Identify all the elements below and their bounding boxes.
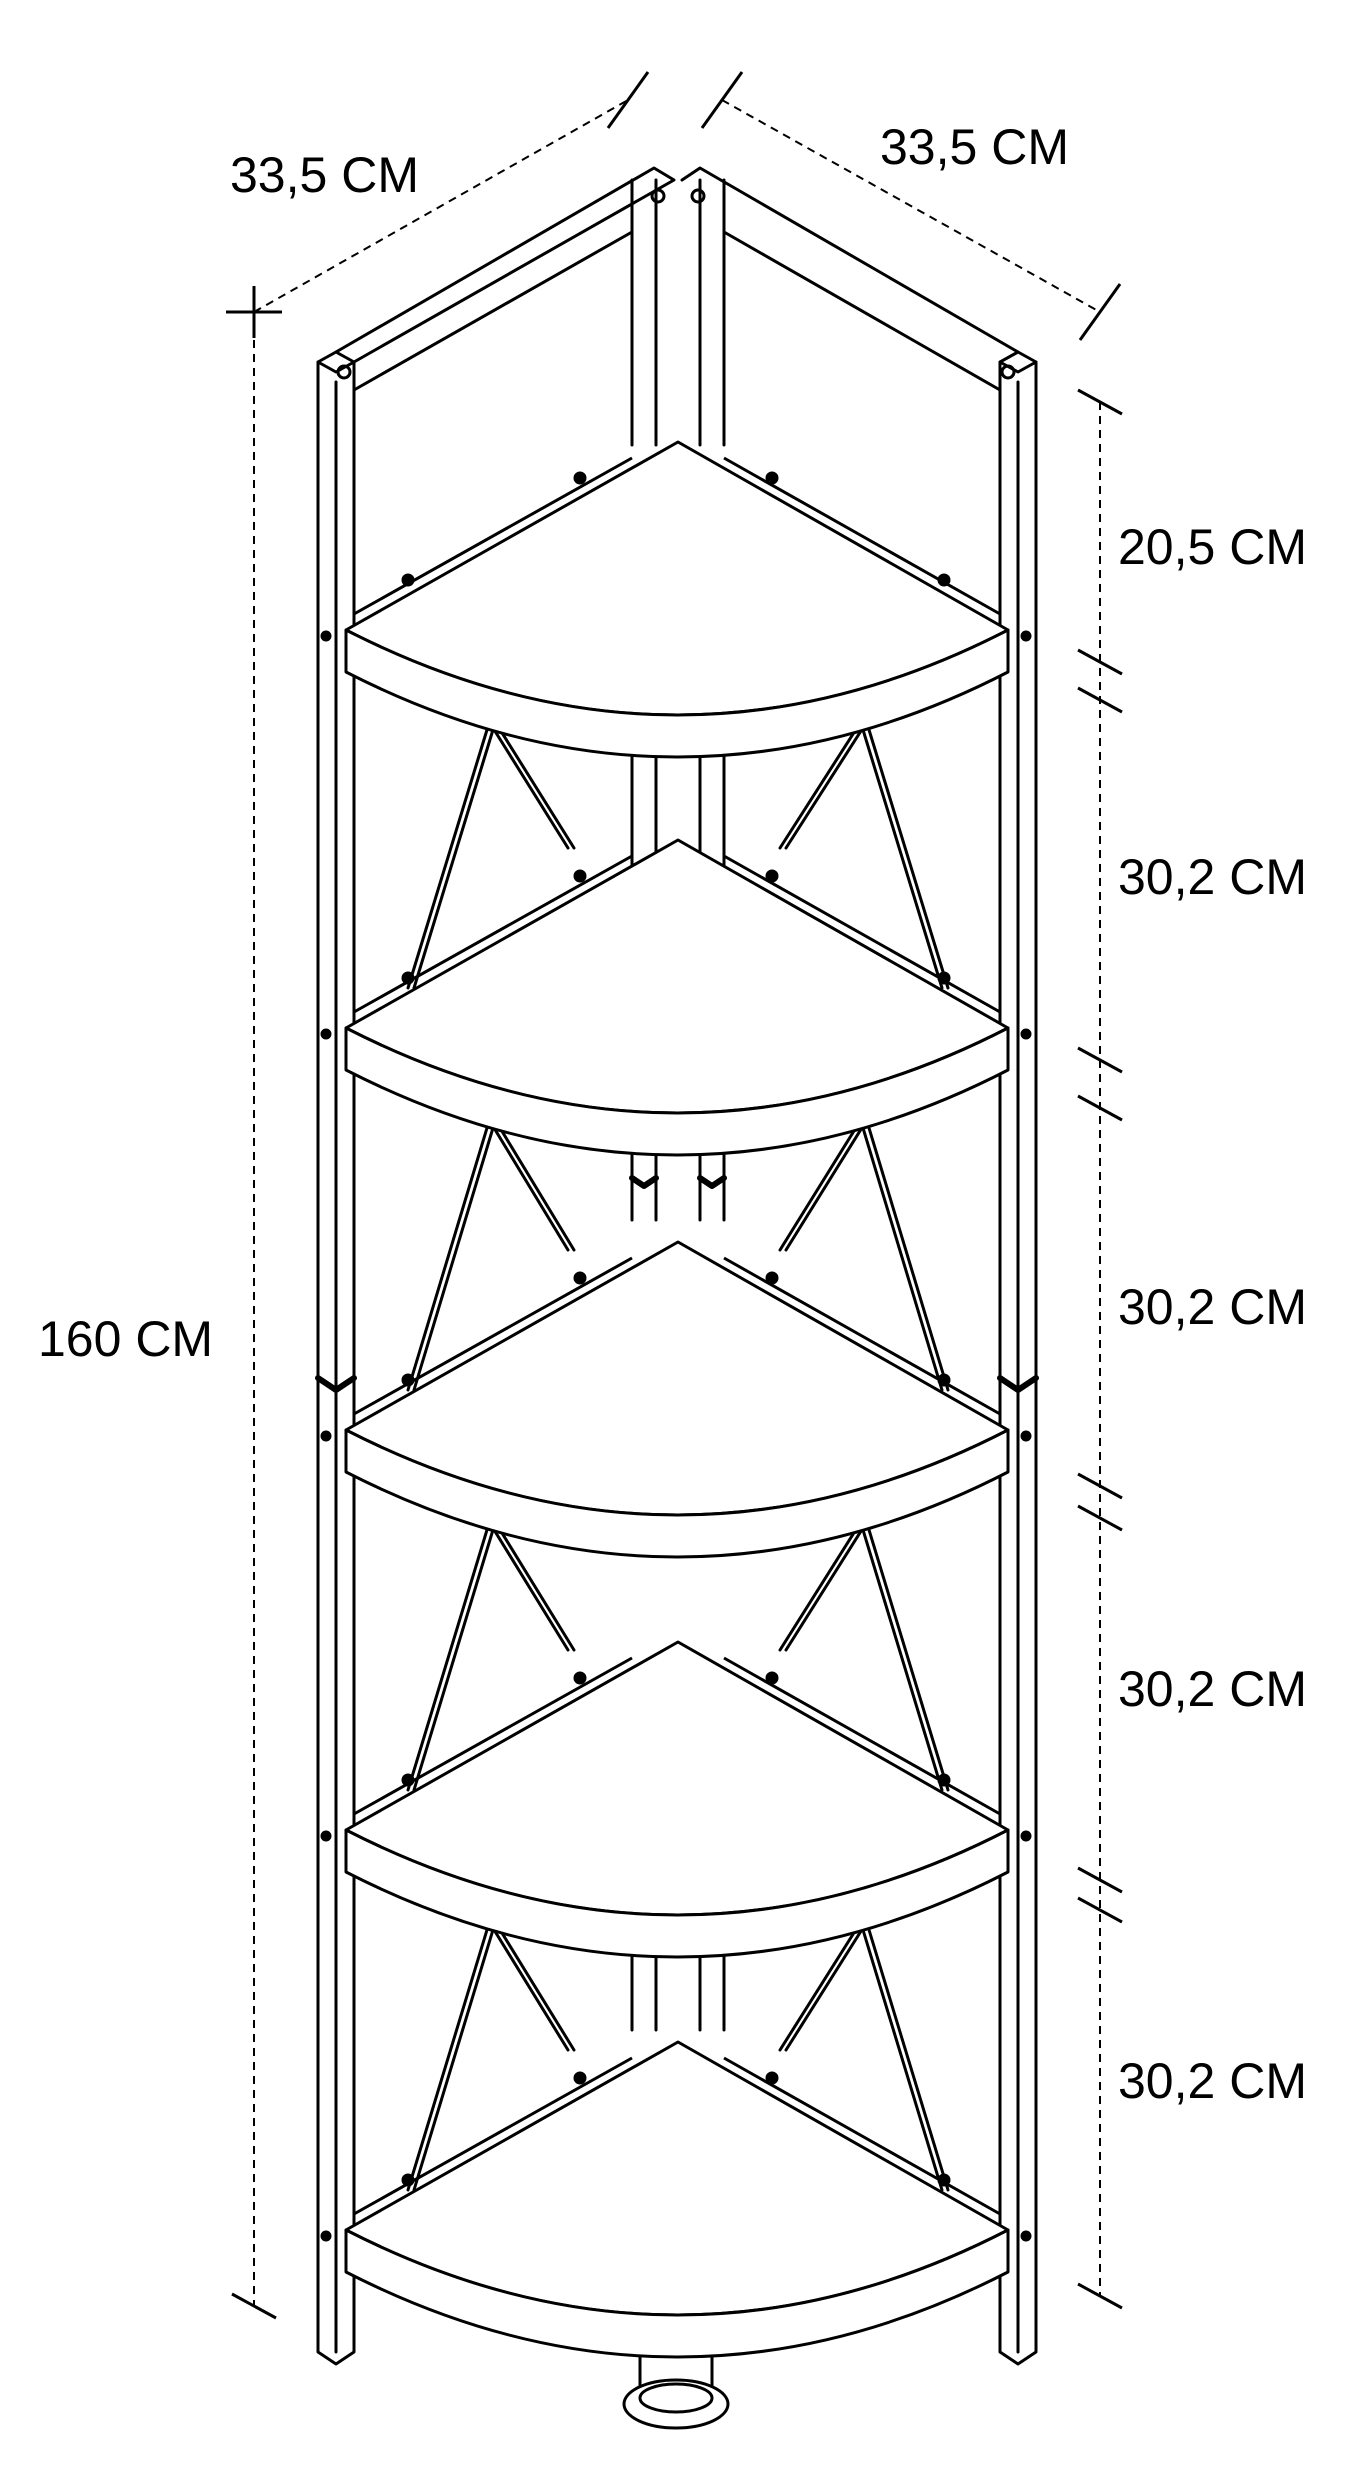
shelf-hole [937, 2173, 951, 2187]
right-cap-screw [1000, 364, 1016, 380]
top-rail-left [334, 166, 676, 364]
back-cap-screw-right [690, 188, 706, 204]
post-pin [1020, 2230, 1032, 2242]
tick-gap-5 [1077, 1472, 1123, 1500]
foot-ring [638, 2382, 714, 2414]
shelf-hole [937, 1373, 951, 1387]
top-rail-right-inner [722, 230, 1002, 392]
cross-brace-right [778, 1116, 950, 1392]
shelf-hole [573, 2071, 587, 2085]
shelf-hole [401, 1773, 415, 1787]
shelf-1 [320, 440, 1032, 759]
total-height-label: 160 CM [38, 1311, 214, 1367]
gap-label-2: 30,2 CM [1118, 849, 1307, 905]
gap-label-3: 30,2 CM [1118, 1279, 1307, 1335]
shelf-hole [765, 2071, 779, 2085]
right-post [998, 360, 1038, 2366]
tick-gap-7 [1077, 1866, 1123, 1894]
tick-gap-6 [1077, 1504, 1123, 1532]
right-post-joint [997, 1375, 1039, 1393]
tick-gap-3 [1077, 1046, 1123, 1074]
post-pin [320, 1830, 332, 1842]
top-rail-left-inner [352, 230, 634, 392]
post-pin [1020, 1830, 1032, 1842]
gap-label-1: 20,5 CM [1118, 519, 1307, 575]
shelf-hole [765, 869, 779, 883]
tick-width-right-start [700, 71, 744, 129]
back-posts-low [630, 1898, 726, 2032]
gap-label-4: 30,2 CM [1118, 1661, 1307, 1717]
post-pin [1020, 1430, 1032, 1442]
foot-base [622, 2378, 730, 2430]
post-pin [320, 1028, 332, 1040]
left-post-joint [315, 1375, 357, 1393]
shelf-hole [573, 869, 587, 883]
cross-brace-right [778, 1918, 950, 2192]
tick-gap-0 [1077, 388, 1123, 416]
cross-brace-left [406, 1518, 576, 1792]
shelf-hole [765, 1271, 779, 1285]
shelf-hole [573, 1271, 587, 1285]
shelf-hole [401, 573, 415, 587]
shelf-hole [765, 471, 779, 485]
top-rail-right [680, 166, 1020, 364]
tick-height-bottom [231, 2292, 277, 2320]
shelf-5 [320, 2040, 1032, 2359]
dimension-lines [226, 71, 1123, 2320]
shelf-2 [320, 838, 1032, 1157]
tick-gap-4 [1077, 1094, 1123, 1122]
right-cap [998, 350, 1038, 374]
shelf-hole [937, 971, 951, 985]
shelf-hole [573, 1671, 587, 1685]
width-left-label: 33,5 CM [230, 147, 419, 203]
tick-gap-9 [1077, 2282, 1123, 2310]
shelf-structure [315, 166, 1039, 2430]
cross-brace-left [406, 1918, 576, 2192]
tick-gap-2 [1077, 686, 1123, 714]
shelf-edge [344, 1828, 1010, 1959]
tick-width-left-end [606, 71, 650, 129]
dim-width-right [721, 99, 1101, 313]
post-pin [320, 2230, 332, 2242]
shelf-edge [344, 1026, 1010, 1157]
shelf-hole [573, 471, 587, 485]
tick-gap-8 [1077, 1896, 1123, 1924]
gap-label-5: 30,2 CM [1118, 2053, 1307, 2109]
post-pin [1020, 1028, 1032, 1040]
tick-gap-1 [1077, 648, 1123, 676]
shelf-edge [344, 1428, 1010, 1559]
shelf-hole [401, 971, 415, 985]
shelf-hole [765, 1671, 779, 1685]
back-posts [630, 178, 726, 447]
shelf-3 [320, 1240, 1032, 1559]
shelf-edge [344, 2228, 1010, 2359]
cross-brace-left [406, 718, 576, 990]
post-pin [320, 630, 332, 642]
post-pin [320, 1430, 332, 1442]
shelves [320, 440, 1032, 2359]
post-pin [1020, 630, 1032, 642]
tick-width-right-end [1078, 283, 1122, 341]
shelf-4 [320, 1640, 1032, 1959]
shelf-hole [937, 1773, 951, 1787]
shelf-hole [401, 1373, 415, 1387]
cross-brace-right [778, 718, 950, 990]
shelf-hole [401, 2173, 415, 2187]
shelf-edge [344, 628, 1010, 759]
back-post-joint [629, 1175, 727, 1189]
shelf-hole [937, 573, 951, 587]
dim-width-left [253, 99, 629, 313]
left-cap-screw [336, 364, 352, 380]
cross-brace-right [778, 1518, 950, 1792]
left-post [316, 360, 356, 2366]
width-right-label: 33,5 CM [880, 119, 1069, 175]
cross-brace-left [406, 1116, 576, 1392]
